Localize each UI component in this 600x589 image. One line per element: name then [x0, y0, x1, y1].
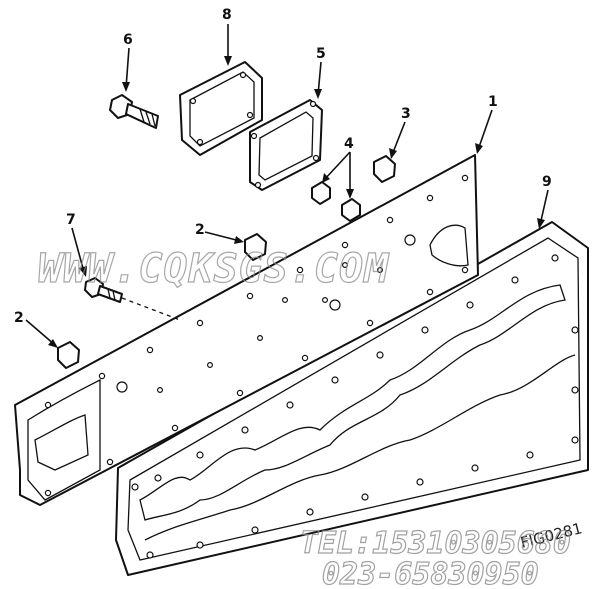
small-cover-8 [179, 61, 263, 156]
callout-9: 9 [542, 174, 552, 190]
callout-3: 3 [401, 106, 411, 122]
callout-5: 5 [316, 46, 326, 62]
gasket-9 [115, 221, 589, 576]
callout-labels: 8 6 5 4 3 1 7 2 2 9 [14, 7, 552, 326]
callout-8: 8 [222, 7, 232, 23]
callout-2-lower: 2 [14, 310, 24, 326]
plug-2-lower [57, 341, 80, 369]
plugs-4 [311, 181, 361, 222]
callout-7: 7 [66, 212, 76, 228]
callout-2-upper: 2 [195, 222, 205, 238]
callout-1: 1 [488, 94, 498, 110]
plug-2-upper [244, 233, 267, 261]
watermark-site: WWW.CQKSGS.COM [38, 246, 390, 292]
bolt-7 [84, 277, 181, 321]
leader-lines [25, 24, 549, 348]
cover-plate-1 [14, 154, 479, 506]
callout-6: 6 [123, 32, 133, 48]
watermark-phone: 023-65830950 [322, 557, 539, 589]
plug-3 [373, 155, 396, 183]
watermark-tel: TEL:15310305680 [300, 526, 571, 561]
bolt-6 [109, 94, 159, 129]
callout-4: 4 [344, 136, 354, 152]
small-gasket-5 [249, 99, 323, 191]
